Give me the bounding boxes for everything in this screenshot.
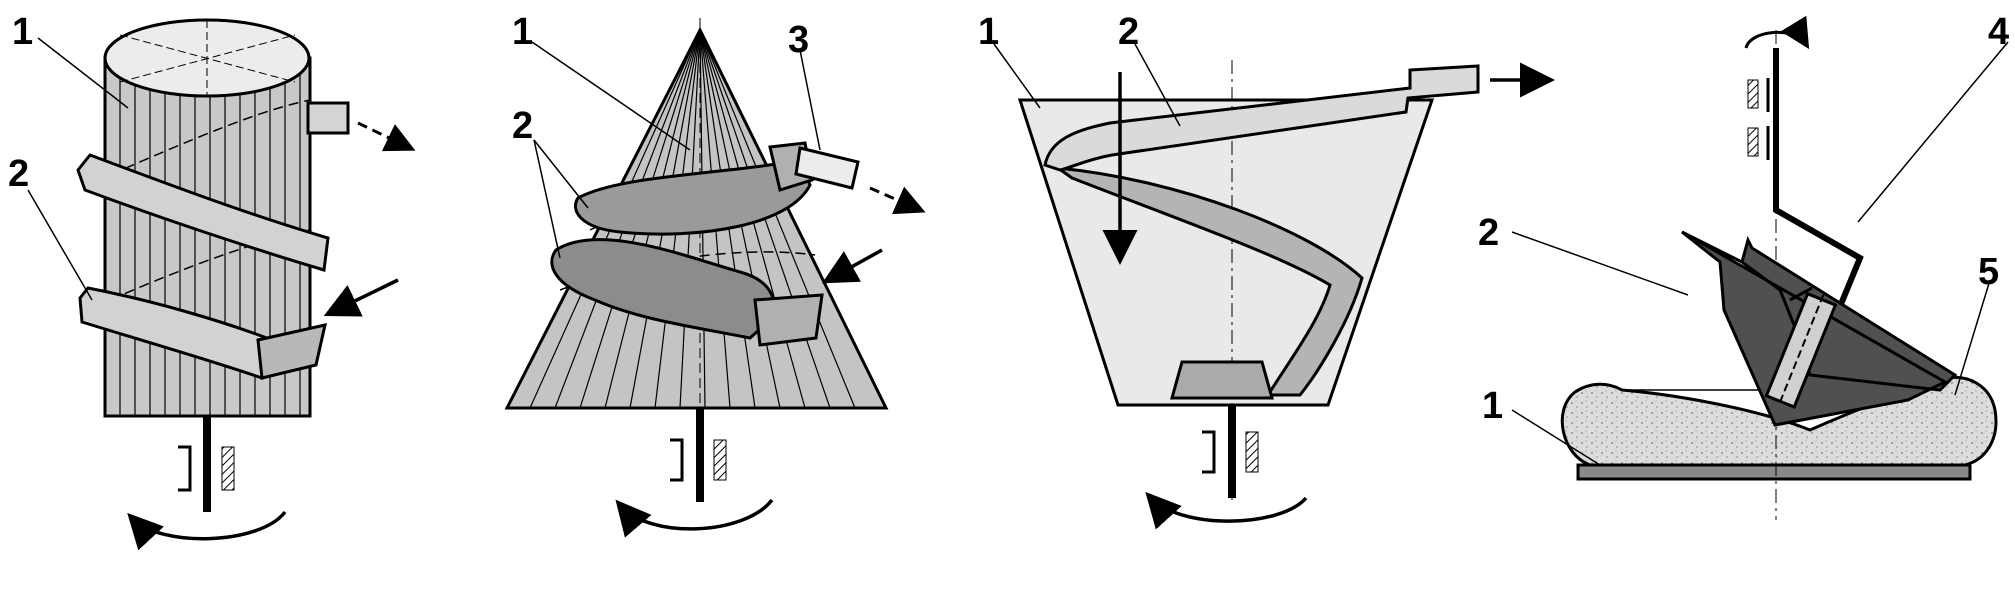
outlet-arrow-2 — [869, 186, 926, 215]
trough-base-plate — [1576, 463, 1972, 481]
curved-arrow-icon — [127, 510, 287, 551]
label-bowl-1: 1 — [978, 11, 999, 53]
discharged-piece — [794, 146, 860, 190]
label-cylinder-2: 2 — [8, 153, 29, 195]
label-cone-2: 2 — [512, 105, 533, 147]
bowl-base-block — [1170, 360, 1274, 400]
panel-cylinder: 1 2 — [8, 11, 416, 551]
bearing-hatch-icon — [221, 446, 235, 491]
cone-spiral-upper — [573, 158, 812, 236]
curved-arrow-icon-2 — [615, 498, 774, 538]
feed-arrow-2 — [821, 248, 883, 284]
label-cone-1: 1 — [512, 11, 533, 53]
label-bowl-2: 2 — [1118, 11, 1139, 53]
bowl-exit-chute — [1043, 64, 1480, 172]
label-trough-4: 4 — [1988, 11, 2009, 53]
bowl-spiral-tray — [1052, 165, 1364, 397]
label-trough-5: 5 — [1978, 251, 1999, 293]
feed-arrow-1 — [323, 278, 399, 317]
curved-arrow-icon-4 — [1744, 15, 1810, 50]
panel-trough: 2 1 4 5 — [1478, 11, 2009, 520]
bearing-hatch-icon-3 — [1245, 431, 1259, 473]
panel-cone: 1 2 3 — [504, 11, 926, 538]
bearing-hatch-icon-5 — [1747, 127, 1759, 157]
bearing-hatch-icon-2 — [713, 439, 727, 481]
tamper-rod — [1764, 291, 1838, 409]
label-cylinder-1: 1 — [12, 11, 33, 53]
label-cone-3: 3 — [788, 19, 809, 61]
helix-band-upper — [76, 153, 330, 272]
curved-arrow-icon-3 — [1145, 491, 1308, 530]
cylinder-outlet-pipe — [306, 101, 350, 135]
outlet-arrow-1 — [357, 121, 416, 152]
panel-bowl: 1 2 — [978, 11, 1555, 530]
bearing-hatch-icon-4 — [1747, 79, 1759, 109]
label-trough-1: 1 — [1482, 385, 1503, 427]
label-trough-2: 2 — [1478, 212, 1499, 254]
